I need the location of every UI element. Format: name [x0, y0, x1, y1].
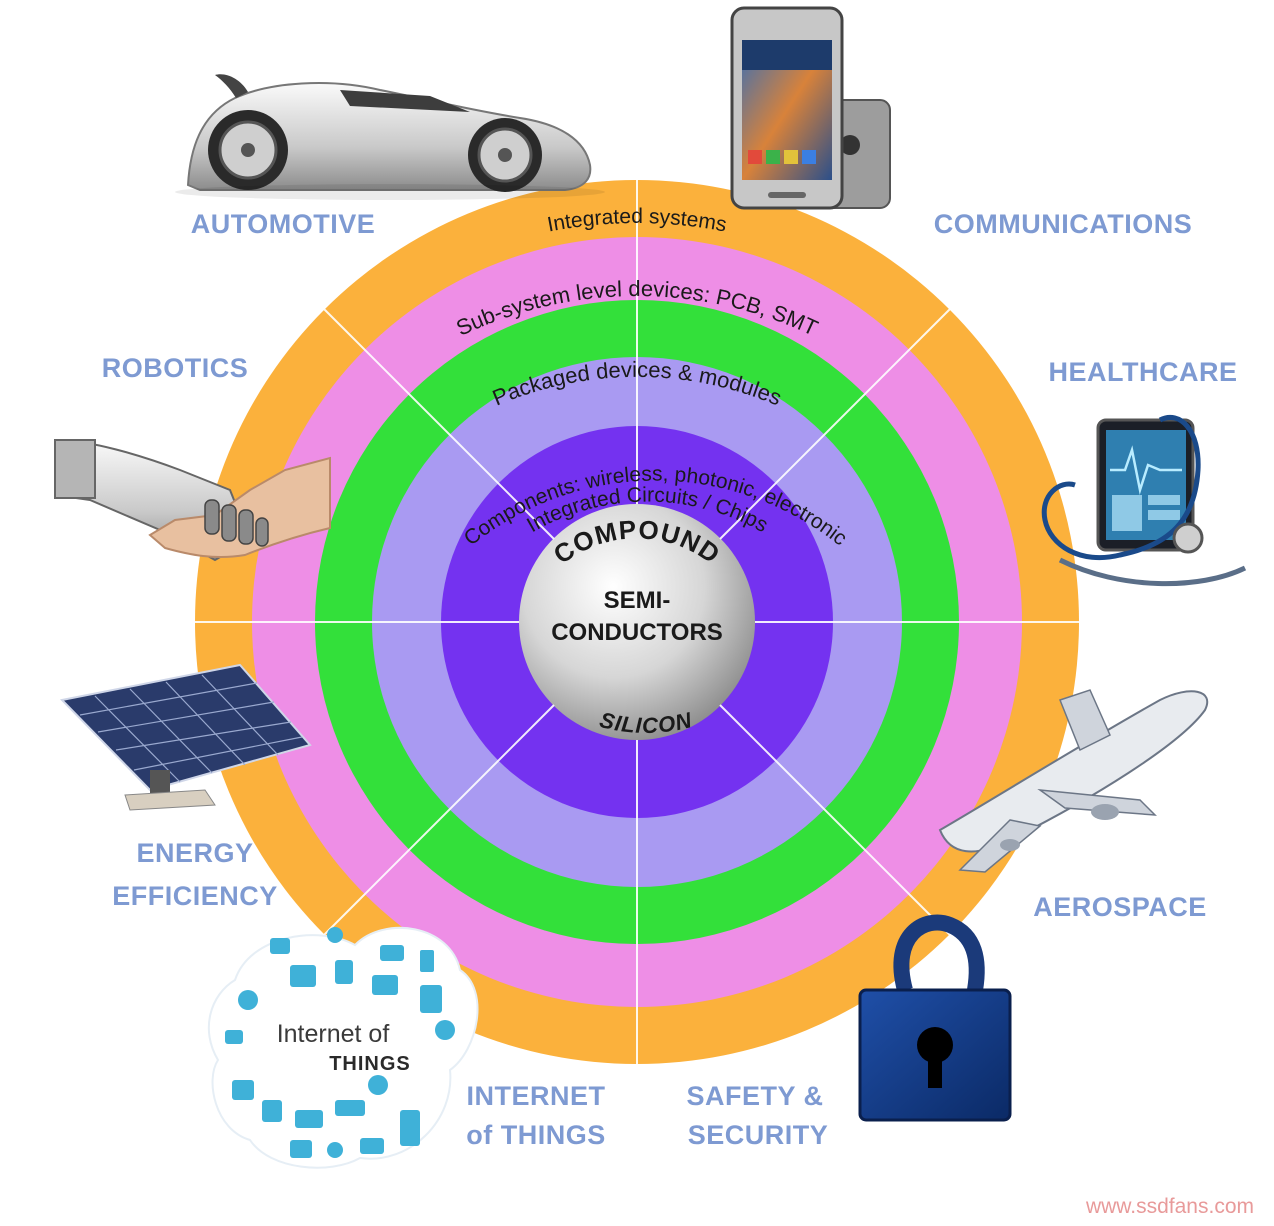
padlock-illustration [858, 914, 1012, 1122]
label-efficiency: EFFICIENCY [112, 881, 278, 911]
car-illustration [175, 74, 605, 200]
solar-panel-illustration [59, 663, 312, 811]
label-of-things: of THINGS [466, 1120, 606, 1150]
label-robotics: ROBOTICS [102, 353, 249, 383]
label-automotive: AUTOMOTIVE [191, 209, 376, 239]
airplane-illustration [938, 689, 1209, 873]
phone-illustration [730, 6, 891, 210]
robot-handshake-illustration [54, 438, 331, 562]
semiconductor-core [519, 504, 755, 740]
label-aerospace: AEROSPACE [1033, 892, 1207, 922]
sector-dividers [195, 180, 1079, 1064]
iot-cloud-illustration: Internet of THINGS [207, 926, 479, 1169]
label-energy: ENERGY [136, 838, 253, 868]
healthcare-tablet-illustration [1041, 415, 1247, 587]
label-internet: INTERNET [467, 1081, 606, 1111]
core-label-semi: SEMI- [604, 587, 671, 614]
core-label-conductors: CONDUCTORS [551, 619, 723, 646]
label-communications: COMMUNICATIONS [934, 209, 1192, 239]
label-safety: SAFETY & [686, 1081, 823, 1111]
iot-logo-line1: Internet of [277, 1020, 390, 1048]
label-security: SECURITY [688, 1120, 829, 1150]
label-healthcare: HEALTHCARE [1049, 357, 1238, 387]
watermark: www.ssdfans.com [1085, 1195, 1254, 1218]
iot-logo-line2: THINGS [329, 1053, 411, 1075]
